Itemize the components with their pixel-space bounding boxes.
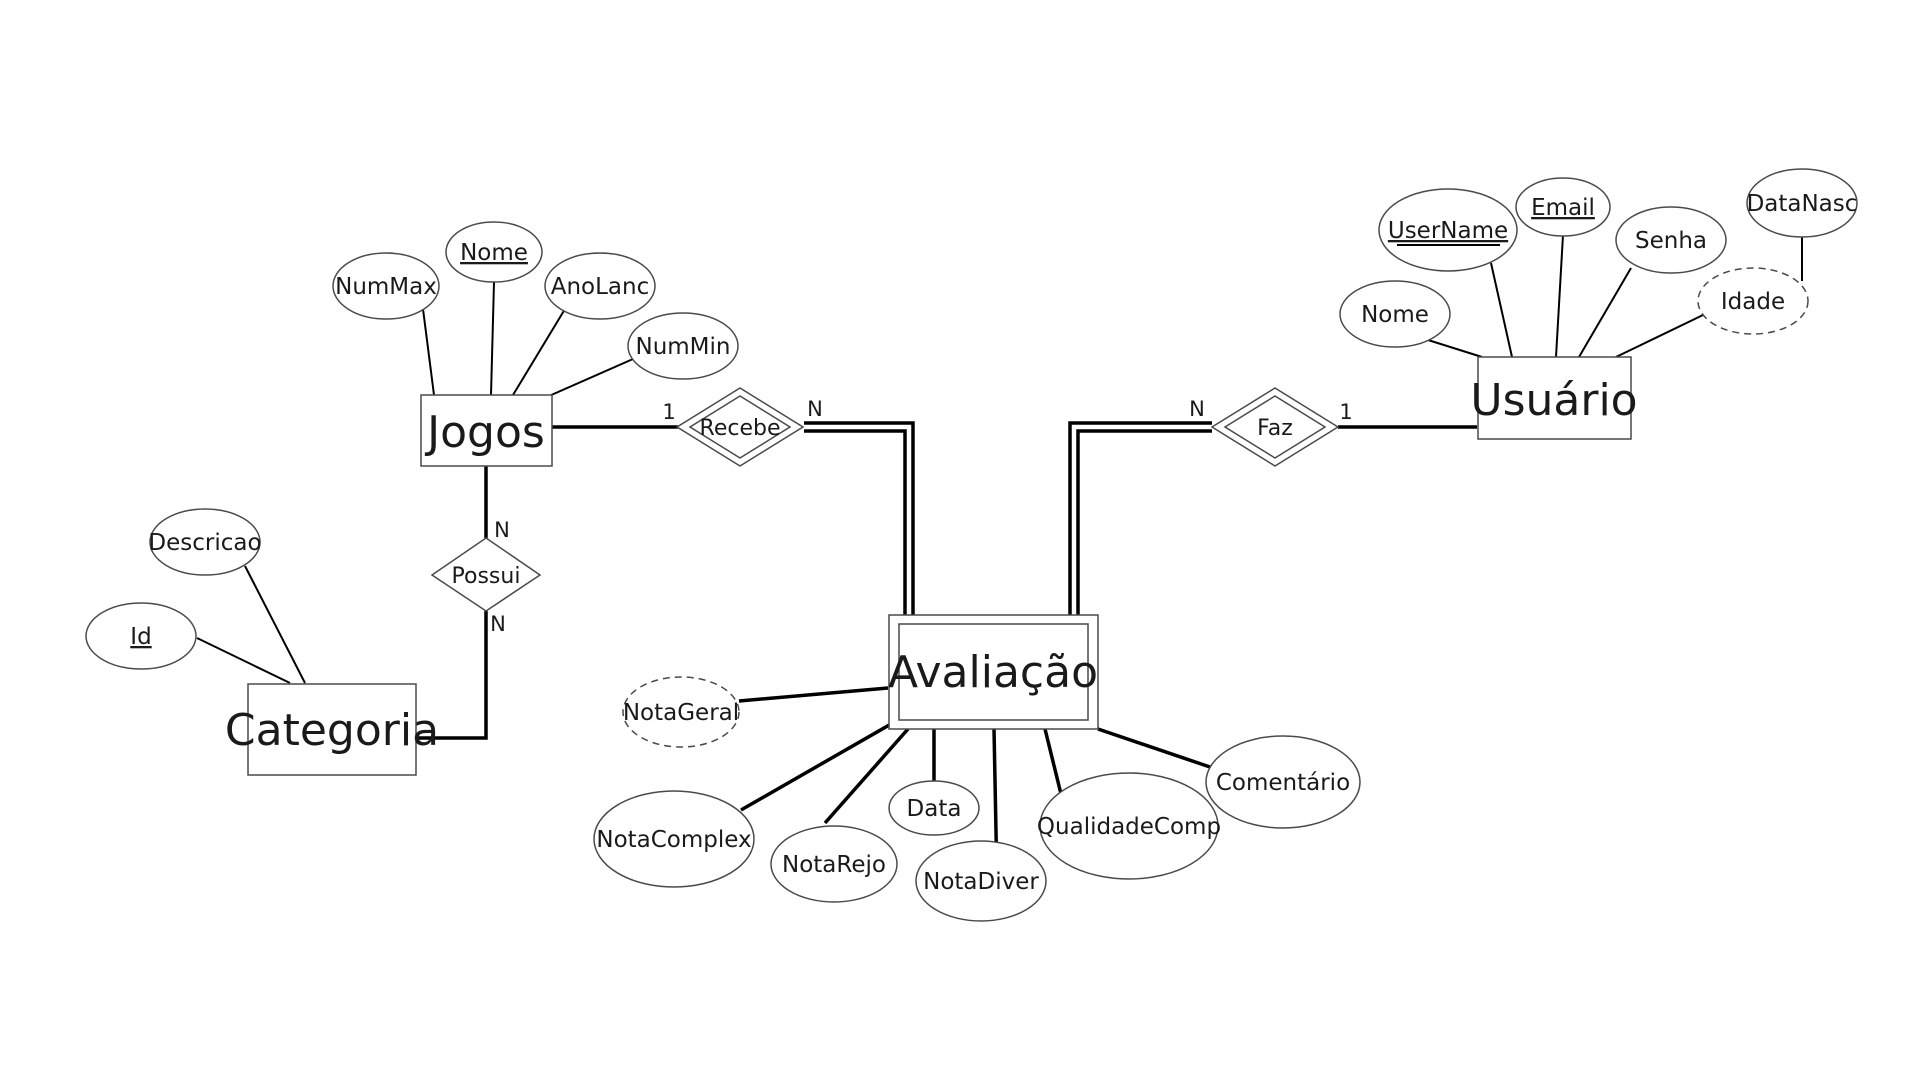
- cardinality-faz-avaliacao: N: [1189, 397, 1205, 421]
- attribute-usuario-idade-derived[interactable]: Idade: [1697, 267, 1809, 335]
- attribute-jogos-num-max-label: NumMax: [335, 274, 437, 300]
- cardinality-possui-categoria: N: [490, 612, 506, 636]
- attribute-usuario-user-name-key[interactable]: UserName: [1378, 188, 1518, 272]
- entity-avaliacao-label: Avaliação: [888, 647, 1098, 698]
- attribute-usuario-user-name-label: UserName: [1388, 218, 1508, 244]
- attribute-usuario-nome[interactable]: Nome: [1339, 280, 1451, 348]
- attribute-avaliacao-nota-complex[interactable]: NotaComplex: [593, 790, 755, 888]
- attribute-avaliacao-qualidade-comp[interactable]: QualidadeComp: [1037, 772, 1221, 880]
- entity-usuario[interactable]: Usuário: [1470, 356, 1638, 440]
- entity-categoria[interactable]: Categoria: [225, 683, 439, 776]
- connectors: [196, 234, 1803, 884]
- attribute-avaliacao-qualidade-comp-label: QualidadeComp: [1037, 814, 1221, 840]
- attribute-avaliacao-nota-geral-label: NotaGeral: [623, 700, 739, 726]
- relationship-recebe[interactable]: Recebe: [675, 387, 805, 467]
- attribute-avaliacao-nota-complex-label: NotaComplex: [596, 827, 751, 853]
- entity-usuario-label: Usuário: [1470, 375, 1637, 426]
- relationship-faz[interactable]: Faz: [1210, 387, 1340, 467]
- attribute-avaliacao-nota-diver[interactable]: NotaDiver: [915, 840, 1047, 922]
- cardinalities: 1 N N 1 N N: [490, 397, 1353, 636]
- cardinality-recebe-avaliacao: N: [807, 397, 823, 421]
- attribute-usuario-email-key[interactable]: Email: [1515, 177, 1611, 237]
- attribute-categoria-descricao[interactable]: Descricao: [148, 508, 262, 576]
- cardinality-possui-jogos: N: [494, 518, 510, 542]
- attribute-avaliacao-nota-rejo-label: NotaRejo: [782, 852, 886, 878]
- entity-jogos-label: Jogos: [424, 407, 545, 458]
- attribute-avaliacao-nota-geral-derived[interactable]: NotaGeral: [622, 676, 740, 748]
- attribute-jogos-ano-lanc[interactable]: AnoLanc: [544, 252, 656, 320]
- relationship-recebe-label: Recebe: [700, 416, 781, 441]
- attribute-categoria-id-label: Id: [130, 624, 151, 650]
- attribute-avaliacao-nota-diver-label: NotaDiver: [923, 869, 1039, 895]
- entity-avaliacao[interactable]: Avaliação: [888, 614, 1099, 730]
- attribute-jogos-num-min[interactable]: NumMin: [627, 312, 739, 380]
- attribute-usuario-senha[interactable]: Senha: [1615, 206, 1727, 274]
- entity-jogos[interactable]: Jogos: [420, 394, 553, 467]
- entity-categoria-label: Categoria: [225, 705, 439, 756]
- attribute-avaliacao-data-label: Data: [907, 796, 962, 822]
- attribute-jogos-ano-lanc-label: AnoLanc: [551, 274, 650, 300]
- attribute-usuario-senha-label: Senha: [1635, 228, 1707, 254]
- attribute-usuario-data-nasc[interactable]: DataNasc: [1746, 168, 1858, 238]
- attribute-avaliacao-comentario-label: Comentário: [1216, 770, 1350, 796]
- relationship-possui-label: Possui: [452, 564, 521, 589]
- attribute-jogos-num-max[interactable]: NumMax: [332, 252, 440, 320]
- attribute-jogos-nome-label: Nome: [460, 240, 528, 266]
- cardinality-jogos-recebe: 1: [662, 400, 675, 424]
- attribute-usuario-nome-label: Nome: [1361, 302, 1429, 328]
- attribute-avaliacao-nota-rejo[interactable]: NotaRejo: [770, 825, 898, 903]
- attribute-avaliacao-comentario[interactable]: Comentário: [1205, 735, 1361, 829]
- cardinality-faz-usuario: 1: [1339, 400, 1352, 424]
- relationship-possui[interactable]: Possui: [430, 537, 542, 612]
- relationship-faz-label: Faz: [1257, 416, 1293, 441]
- attribute-usuario-idade-label: Idade: [1721, 289, 1785, 315]
- attribute-categoria-descricao-label: Descricao: [148, 530, 261, 556]
- attribute-avaliacao-data[interactable]: Data: [888, 780, 980, 836]
- attribute-usuario-data-nasc-label: DataNasc: [1747, 191, 1858, 217]
- attribute-jogos-nome-key[interactable]: Nome: [445, 221, 543, 283]
- attribute-categoria-id-key[interactable]: Id: [85, 602, 197, 670]
- attribute-jogos-num-min-label: NumMin: [636, 334, 731, 360]
- attribute-usuario-email-label: Email: [1531, 195, 1595, 221]
